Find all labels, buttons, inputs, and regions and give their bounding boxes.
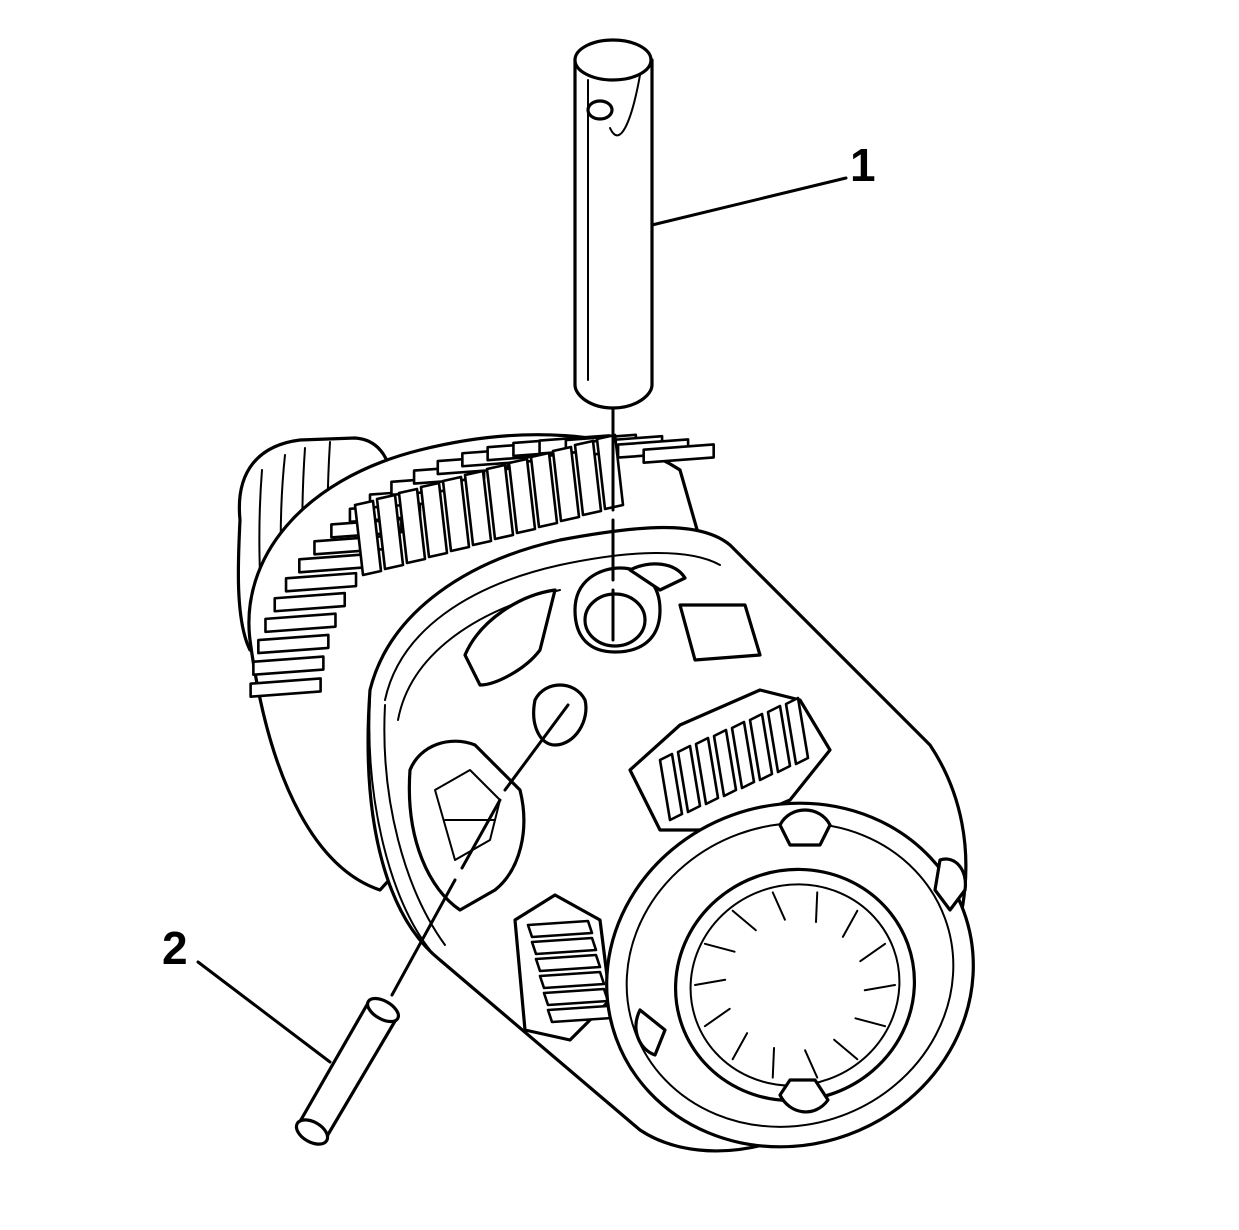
gear-tooth: [252, 655, 325, 677]
spline-line: [703, 1007, 731, 1028]
spline-line: [814, 891, 819, 924]
spline-line: [731, 1032, 749, 1061]
gear-tooth: [375, 493, 405, 571]
ring-gear-teeth: [249, 433, 715, 698]
spline-line: [771, 1046, 776, 1079]
spline-line: [771, 891, 786, 921]
callout-label-2: 2: [162, 922, 188, 974]
gear-tooth: [551, 445, 581, 523]
spline-line: [694, 978, 727, 986]
pinion-tooth: [694, 736, 720, 806]
gear-tooth: [507, 457, 537, 535]
gear-tooth: [595, 433, 625, 511]
gear-tooth: [397, 487, 427, 565]
side-gear-splines: [694, 891, 896, 1079]
pin-alignment-line: [390, 703, 570, 997]
pinion-tooth: [712, 728, 738, 798]
pinion-tooth: [658, 752, 684, 822]
callout-1-leader: [650, 176, 848, 227]
gear-tooth: [642, 443, 715, 464]
pinion-tooth: [766, 704, 792, 774]
gear-tooth: [257, 633, 330, 655]
gear-tooth: [249, 677, 322, 698]
pinion-tooth: [748, 712, 774, 782]
pinion-tooth: [784, 696, 810, 766]
pinion-tooth: [730, 720, 756, 790]
spline-line: [833, 1038, 859, 1061]
differential-case: [366, 525, 975, 1153]
callout-label-1: 1: [850, 139, 876, 191]
gear-tooth: [353, 499, 383, 577]
spline-line: [731, 909, 757, 932]
pinion-gear-upper: [658, 696, 810, 822]
gear-tooth: [485, 463, 515, 541]
gear-tooth: [284, 571, 358, 593]
spline-line: [804, 1049, 819, 1079]
spline-line: [859, 942, 887, 963]
pinion-tooth: [542, 987, 610, 1007]
gear-tooth: [573, 439, 603, 517]
gear-tooth: [463, 469, 493, 547]
pinion-tooth: [546, 1004, 614, 1024]
gear-tooth: [441, 475, 471, 553]
spline-line: [863, 984, 896, 992]
pinion-tooth: [676, 744, 702, 814]
gear-tooth: [273, 591, 347, 613]
lock-pin: [294, 996, 400, 1146]
spline-line: [841, 909, 859, 938]
spline-line: [854, 1017, 887, 1028]
pinion-tooth: [538, 970, 606, 990]
spline-line: [703, 942, 736, 953]
pinion-tooth: [530, 936, 598, 956]
gear-tooth: [419, 481, 449, 559]
pinion-shaft: [573, 38, 654, 410]
callout-2-leader: [196, 960, 332, 1064]
pinion-tooth: [534, 953, 602, 973]
gear-tooth: [264, 612, 337, 634]
gear-tooth: [529, 451, 559, 529]
pinion-tooth: [526, 919, 594, 939]
